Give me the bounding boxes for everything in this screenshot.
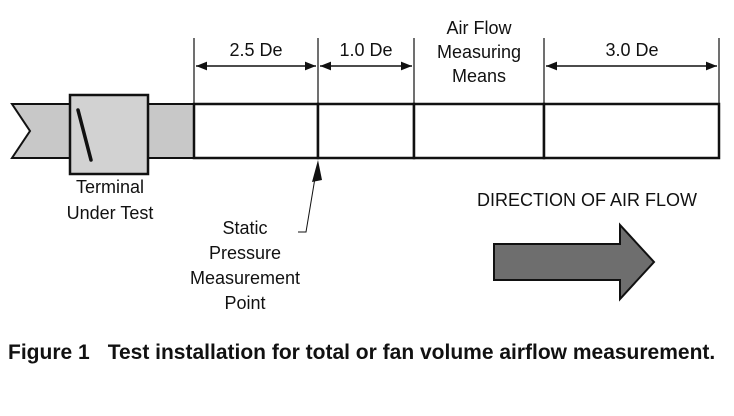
measuring-means-label-line-1: Air Flow <box>446 18 512 38</box>
terminal-unit <box>68 93 150 176</box>
flow-direction-label: DIRECTION OF AIR FLOW <box>477 190 697 210</box>
duct-section-1-0de <box>316 102 416 160</box>
damper-blade-icon <box>76 108 93 162</box>
flow-direction-arrow-icon <box>493 222 656 302</box>
static-pressure-label-line-3: Measurement <box>190 268 300 288</box>
figure-caption: Figure 1 Test installation for total or f… <box>8 338 728 368</box>
duct-section-measuring <box>412 102 546 160</box>
terminal-label-line-2: Under Test <box>67 203 154 223</box>
measuring-means-label-line-3: Means <box>452 66 506 86</box>
dimension-label-1-0de: 1.0 De <box>339 40 392 60</box>
figure-number: Figure 1 <box>8 341 90 364</box>
dimension-label-2-5de: 2.5 De <box>229 40 282 60</box>
duct-section-2-5de <box>192 102 320 160</box>
extension-lines <box>193 38 720 104</box>
static-pressure-label-line-2: Pressure <box>209 243 281 263</box>
duct-section-3-0de <box>542 102 721 160</box>
dimension-label-3-0de: 3.0 De <box>605 40 658 60</box>
static-pressure-pointer-arrow <box>312 160 322 182</box>
measuring-means-label-line-2: Measuring <box>437 42 521 62</box>
static-pressure-leader-line <box>298 177 316 233</box>
test-installation-diagram: 2.5 De 1.0 De Air Flow Measuring Means 3… <box>10 18 721 313</box>
static-pressure-label-line-1: Static <box>222 218 267 238</box>
terminal-label-line-1: Terminal <box>76 177 144 197</box>
static-pressure-label-line-4: Point <box>224 293 265 313</box>
figure-caption-text: Test installation for total or fan volum… <box>107 341 716 364</box>
